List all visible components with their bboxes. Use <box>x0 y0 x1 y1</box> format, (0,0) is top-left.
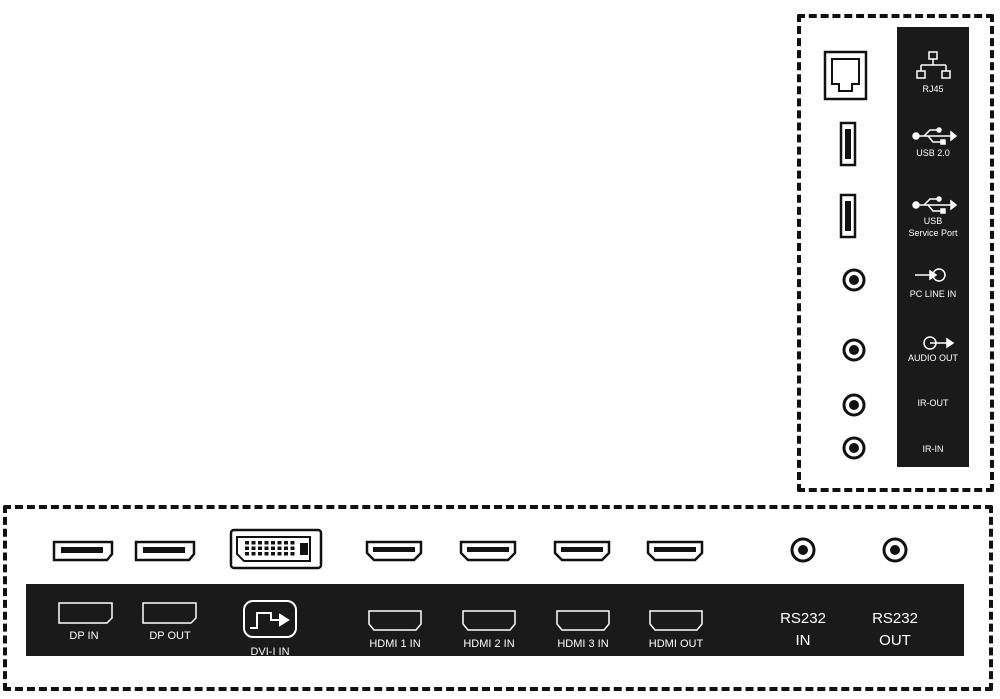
rs232-in-jack <box>790 537 816 563</box>
usb-service-port <box>839 193 857 239</box>
dvi-pin <box>284 546 288 550</box>
usb-icon <box>912 127 958 145</box>
rs232-in-label-line2: IN <box>795 632 811 649</box>
dvi-pin <box>277 552 282 556</box>
dvi-pin <box>277 541 282 545</box>
ir-in-jack <box>842 436 866 460</box>
hdmi-icon <box>556 610 610 631</box>
usb-2-port <box>839 121 857 167</box>
dvi-pin <box>251 552 256 556</box>
dvi-pin <box>284 541 288 545</box>
rs232-out-label-line2: OUT <box>879 632 911 649</box>
dvi-icon <box>243 600 297 638</box>
dvi-pin <box>290 546 295 550</box>
hdmi-1-in-label: HDMI 1 IN <box>369 638 421 650</box>
rj45-port <box>823 50 868 101</box>
dp-out-label: DP OUT <box>149 630 191 642</box>
dvi-pin <box>245 541 249 545</box>
dvi-pin <box>264 546 269 550</box>
usb-service-label-line1: USB <box>923 216 943 226</box>
rs232-in-label-line1: RS232 <box>780 610 826 627</box>
dvi-i-in-port <box>229 528 323 570</box>
displayport-icon <box>142 602 197 624</box>
hdmi-icon <box>649 610 703 631</box>
dp-out-port <box>134 540 196 562</box>
hdmi-2-in-label: HDMI 2 IN <box>463 638 515 650</box>
dvi-pin <box>258 541 262 545</box>
dvi-pin <box>251 546 256 550</box>
hdmi-icon <box>462 610 516 631</box>
pc-line-in-label: PC LINE IN <box>909 289 957 299</box>
rs232-out-jack <box>882 537 908 563</box>
dp-in-label: DP IN <box>69 630 99 642</box>
usb-service-icon <box>912 196 958 214</box>
pc-line-in-jack <box>842 268 866 292</box>
hdmi-3-in-port <box>553 540 611 562</box>
dvi-pin <box>277 546 282 550</box>
dvi-pin <box>271 541 275 545</box>
hdmi-out-port <box>646 540 704 562</box>
rs232-out-label-line1: RS232 <box>872 610 918 627</box>
dp-in-port <box>52 540 114 562</box>
usb-service-label-line2: Service Port <box>908 228 958 238</box>
rj45-label: RJ45 <box>922 84 944 94</box>
dvi-pin <box>264 541 269 545</box>
ir-out-jack <box>842 393 866 417</box>
dvi-pin <box>264 552 269 556</box>
dvi-pin <box>245 546 249 550</box>
dvi-pin <box>271 546 275 550</box>
hdmi-icon <box>368 610 422 631</box>
hdmi-3-in-label: HDMI 3 IN <box>557 638 609 650</box>
audio-out-label: AUDIO OUT <box>907 353 958 363</box>
dvi-pin <box>290 552 295 556</box>
side-panel-outline <box>797 14 994 492</box>
bottom-panel-outline <box>3 505 993 691</box>
side-label-bar <box>897 27 969 467</box>
dvi-pin <box>258 552 262 556</box>
displayport-icon <box>58 602 113 624</box>
ir-out-label: IR-OUT <box>917 398 949 408</box>
dvi-pin <box>271 552 275 556</box>
audio-out-icon <box>923 336 955 350</box>
ir-in-label: IR-IN <box>922 444 944 454</box>
dvi-pin <box>251 541 256 545</box>
audio-out-jack <box>842 338 866 362</box>
hdmi-out-label: HDMI OUT <box>648 638 704 650</box>
audio-in-icon <box>915 268 946 282</box>
dvi-pin <box>258 546 262 550</box>
dvi-pin <box>284 552 288 556</box>
dvi-i-in-label: DVI-I IN <box>250 646 290 658</box>
dvi-pin <box>245 552 249 556</box>
network-icon <box>916 51 951 79</box>
hdmi-1-in-port <box>365 540 423 562</box>
hdmi-2-in-port <box>459 540 517 562</box>
usb-2-label: USB 2.0 <box>916 148 950 158</box>
bottom-label-bar <box>26 584 964 656</box>
dvi-pin <box>290 541 295 545</box>
